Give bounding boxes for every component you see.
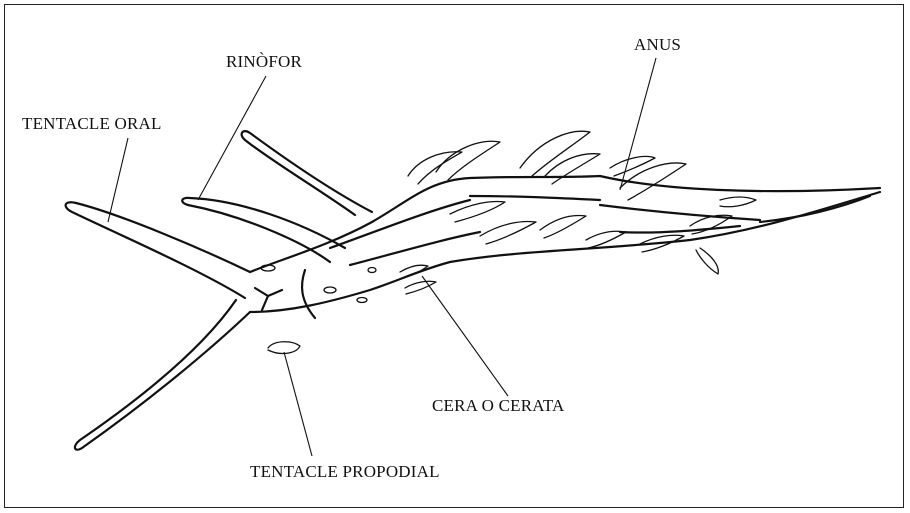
body-lower-edge	[250, 192, 880, 312]
spot-3	[368, 268, 376, 273]
propodial-tentacle	[75, 300, 250, 450]
leader-tentacle-propodial	[284, 352, 312, 456]
body-streak-1	[330, 200, 470, 248]
body-streak-3	[600, 205, 760, 220]
oral-tentacle-left	[66, 202, 250, 298]
ceras-5	[610, 156, 655, 176]
ceras-14	[720, 197, 756, 207]
leader-cera	[422, 276, 508, 396]
ceras-16	[405, 281, 436, 294]
ceras-3	[520, 131, 590, 176]
ceras-15	[400, 265, 428, 278]
label-cera: CERA O CERATA	[432, 396, 565, 416]
body-upper-edge	[250, 176, 880, 272]
body-streak-2	[470, 196, 600, 200]
ceras-8	[480, 222, 536, 244]
rhinophore-right	[242, 131, 372, 215]
label-rinofor: RINÒFOR	[226, 52, 302, 72]
leader-tentacle-oral	[108, 138, 128, 222]
spot-1	[324, 287, 336, 293]
propodial-loop	[268, 342, 300, 354]
ceras-13	[696, 248, 718, 274]
ceras-9	[540, 216, 586, 238]
oral-tentacle-back	[302, 270, 315, 318]
label-anus: ANUS	[634, 35, 681, 55]
mouth-mark	[255, 288, 282, 310]
spot-2	[357, 298, 367, 303]
label-tentacle-oral: TENTACLE ORAL	[22, 114, 162, 134]
ceras-7	[450, 202, 505, 223]
leader-anus	[620, 58, 656, 190]
label-tentacle-propodial: TENTACLE PROPODIAL	[250, 462, 440, 482]
body-streak-6	[620, 226, 740, 233]
ceras-2	[436, 141, 500, 180]
